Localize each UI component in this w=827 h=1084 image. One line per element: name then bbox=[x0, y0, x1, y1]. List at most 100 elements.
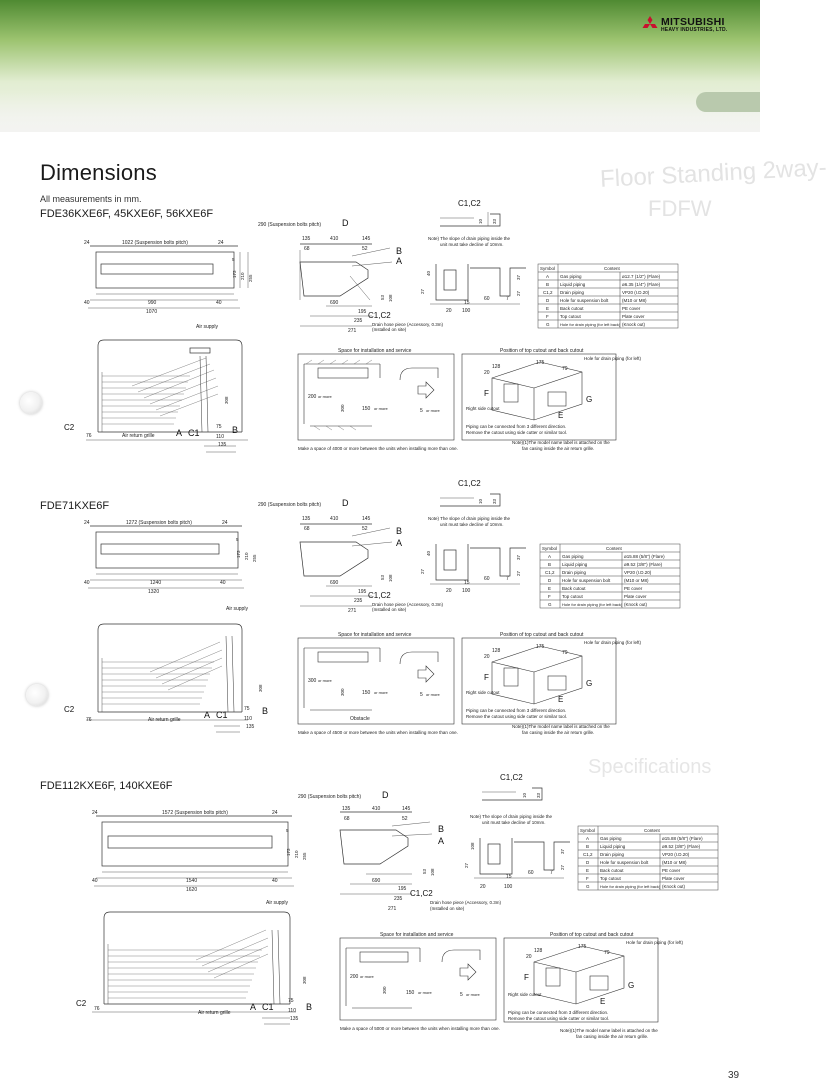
label-g: G bbox=[586, 679, 592, 688]
dim-60: 60 bbox=[528, 870, 534, 876]
table-cell: C1,2 bbox=[545, 570, 555, 575]
label-e: E bbox=[558, 695, 563, 704]
dim-27: 27 bbox=[560, 864, 565, 870]
right-side-cutout-label: Right side cutout bbox=[508, 992, 542, 997]
dim-108: 108 bbox=[388, 574, 393, 582]
cutout-position-diagram bbox=[461, 353, 617, 441]
slope-note: Note) The slope of drain piping inside t… bbox=[470, 814, 552, 819]
dim-150: 150 bbox=[362, 406, 371, 412]
installation-space-diagram bbox=[297, 637, 455, 725]
right-side-cutout-label: Right side cutout bbox=[466, 406, 500, 411]
dim-128: 128 bbox=[492, 364, 501, 370]
cutout-position-diagram bbox=[461, 637, 617, 725]
dim-135: 135 bbox=[246, 724, 255, 730]
nameplate-note: fan casing inside the air return grille. bbox=[576, 1034, 648, 1039]
dim-100: 100 bbox=[462, 588, 471, 594]
label-b: B bbox=[396, 246, 402, 256]
dim-24: 24 bbox=[84, 240, 90, 246]
drain-hose-note: (Installed on site) bbox=[372, 607, 407, 612]
table-cell: PE cover bbox=[622, 306, 641, 311]
dim-235: 235 bbox=[354, 318, 363, 324]
dim-60: 60 bbox=[484, 576, 490, 582]
drain-hose-note: Drain hose piece (Accessory, 0.3m) bbox=[372, 322, 443, 327]
table-cell: D bbox=[546, 298, 550, 303]
dim-79: 79 bbox=[604, 950, 610, 956]
table-cell: F bbox=[548, 594, 551, 599]
label-e: E bbox=[600, 997, 605, 1006]
label-d: D bbox=[342, 498, 349, 508]
dim-40: 40 bbox=[272, 878, 278, 884]
piping-table bbox=[537, 263, 679, 329]
piping-outlet-detail bbox=[430, 264, 526, 305]
dim-100: 100 bbox=[504, 884, 513, 890]
dim-40: 40 bbox=[220, 580, 226, 586]
dim-33: 33 bbox=[492, 498, 497, 504]
table-cell: VP20 (I.D.20) bbox=[624, 570, 652, 575]
section-tab bbox=[696, 92, 760, 112]
dim-75: 75 bbox=[244, 706, 250, 712]
dim-108: 108 bbox=[388, 294, 393, 302]
dim-24: 24 bbox=[84, 520, 90, 526]
dim-308: 308 bbox=[302, 976, 307, 984]
dim-76: 76 bbox=[86, 717, 92, 723]
side-view bbox=[339, 811, 433, 895]
label-g: G bbox=[628, 981, 634, 990]
table-cell: (Knock out) bbox=[624, 602, 648, 607]
dim-175: 175 bbox=[536, 644, 545, 650]
front-elevation bbox=[88, 525, 244, 589]
table-cell: Plate cover bbox=[662, 876, 685, 881]
dim-75: 75 bbox=[216, 424, 222, 430]
table-cell: Hole for drain piping (for left back) bbox=[562, 602, 623, 607]
dim-110: 110 bbox=[244, 716, 252, 722]
space-note: Make a space of 5000 or more between the… bbox=[340, 1026, 500, 1031]
table-cell: B bbox=[548, 562, 551, 567]
dim-20: 20 bbox=[480, 884, 486, 890]
model-heading: FDE36KXE6F, 45KXE6F, 56KXE6F bbox=[40, 208, 214, 220]
label-c2: C2 bbox=[76, 999, 87, 1008]
dim-308: 308 bbox=[224, 396, 229, 404]
side-view bbox=[299, 243, 393, 327]
header-band bbox=[0, 0, 760, 132]
cutout-title: Position of top cutout and back cutout bbox=[500, 348, 584, 354]
installation-space-diagram bbox=[339, 937, 497, 1021]
dim-76: 76 bbox=[94, 1006, 100, 1012]
dim-52: 52 bbox=[402, 816, 408, 822]
dim-33: 33 bbox=[536, 792, 541, 798]
label-a: A bbox=[250, 1002, 256, 1012]
or-more: or more bbox=[466, 992, 481, 997]
table-cell: (M10 or M8) bbox=[624, 578, 649, 583]
table-header-content: Content bbox=[644, 828, 661, 833]
piping-outlet-detail bbox=[430, 544, 526, 585]
dim-195: 195 bbox=[358, 309, 367, 315]
or-more: or more bbox=[426, 408, 441, 413]
piping-table bbox=[577, 825, 719, 891]
label-f: F bbox=[524, 973, 529, 982]
brand-name: MITSUBISHI bbox=[661, 16, 725, 28]
dim-53: 53 bbox=[380, 574, 385, 580]
dim-255: 255 bbox=[302, 852, 307, 860]
dim-210: 210 bbox=[244, 552, 249, 560]
dim-5: 5 bbox=[232, 257, 235, 262]
space-note: Make a space of 4000 or more between the… bbox=[298, 446, 458, 451]
page-subtitle: All measurements in mm. bbox=[40, 194, 142, 204]
dim-24: 24 bbox=[92, 810, 98, 816]
table-cell: ø9.52 (3/8") (Flare) bbox=[662, 844, 701, 849]
label-b: B bbox=[396, 526, 402, 536]
dim-68: 68 bbox=[304, 526, 310, 532]
label-b: B bbox=[306, 1002, 312, 1012]
nameplate-note: fan casing inside the air return grille. bbox=[522, 446, 594, 451]
suspension-pitch-label: 290 (Suspension bolts pitch) bbox=[258, 222, 321, 228]
drain-hole-label: Hole for drain piping (for left) bbox=[626, 940, 684, 945]
page-title: Dimensions bbox=[40, 160, 157, 185]
air-supply-label: Air supply bbox=[196, 324, 218, 330]
cutout-position-diagram bbox=[503, 937, 659, 1023]
label-c1c2: C1,C2 bbox=[368, 311, 391, 320]
piping-note: Remove the cutout using side cutter or s… bbox=[508, 1016, 609, 1021]
space-title: Space for installation and service bbox=[338, 348, 412, 354]
drain-slope-detail bbox=[440, 212, 501, 227]
dim-53: 53 bbox=[380, 294, 385, 300]
label-a: A bbox=[396, 538, 402, 548]
table-cell: D bbox=[548, 578, 552, 583]
space-title: Space for installation and service bbox=[380, 932, 454, 938]
table-header-symbol: Symbol bbox=[540, 266, 555, 271]
